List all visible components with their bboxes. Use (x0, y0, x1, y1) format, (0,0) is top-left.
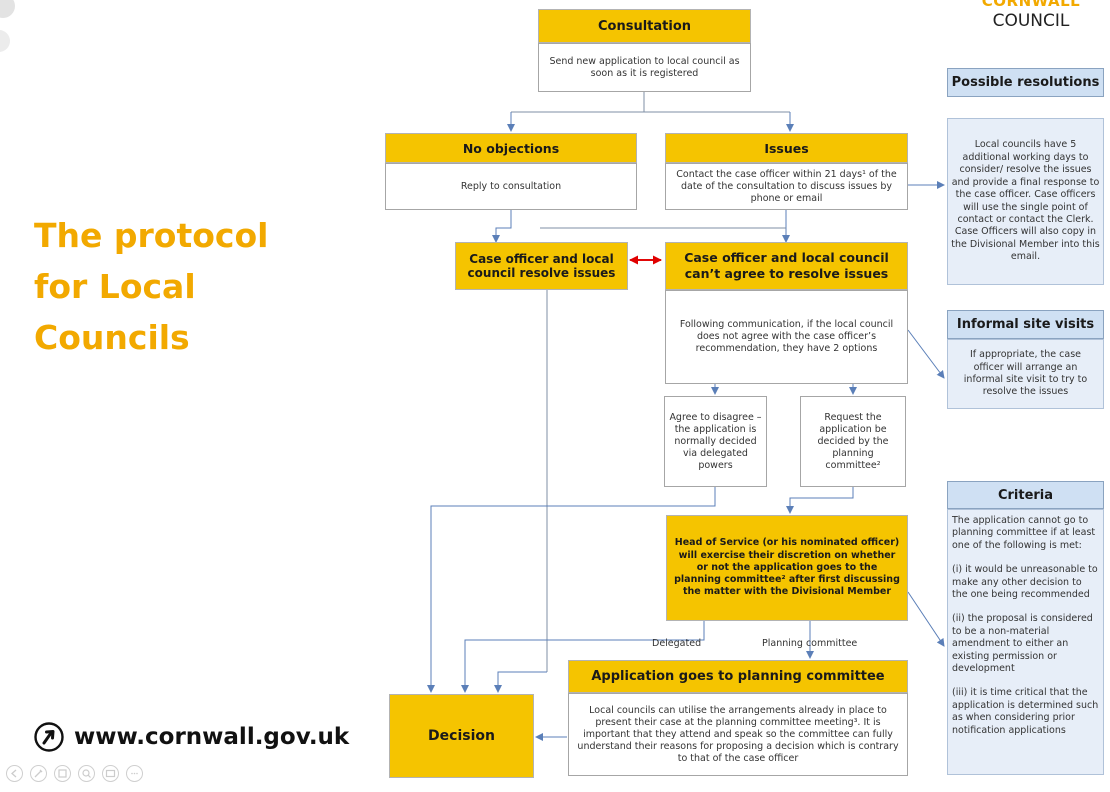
decision-box: Decision (389, 694, 534, 778)
agree-to-disagree-box: Agree to disagree – the application is n… (664, 396, 767, 487)
resolve-box: Case officer and local council resolve i… (455, 242, 628, 290)
arrow-circle-icon (34, 722, 64, 752)
slides-icon[interactable] (54, 765, 71, 782)
criteria-header: Criteria (947, 481, 1104, 509)
goes-to-committee-body: Local councils can utilise the arrangeme… (568, 693, 908, 776)
head-of-service-box: Head of Service (or his nominated office… (666, 515, 908, 621)
criteria-body: The application cannot go to planning co… (947, 509, 1104, 775)
viewer-controls (6, 765, 143, 782)
criteria-item: (ii) the proposal is considered to be a … (952, 613, 1093, 675)
criteria-item: (i) it would be unreasonable to make any… (952, 564, 1098, 601)
decor-circle (0, 0, 15, 18)
more-icon[interactable] (126, 765, 143, 782)
no-objections-header: No objections (385, 133, 637, 163)
head-of-service-text: Head of Service (or his nominated office… (674, 537, 900, 598)
zoom-icon[interactable] (78, 765, 95, 782)
possible-resolutions-header: Possible resolutions (947, 68, 1104, 97)
logo-line-2: COUNCIL (992, 11, 1070, 31)
goes-to-committee-text: Local councils can utilise the arrangeme… (577, 704, 899, 764)
cant-agree-text: Following communication, if the local co… (679, 319, 894, 354)
informal-visits-text: If appropriate, the case officer will ar… (963, 349, 1088, 398)
issues-title: Issues (764, 140, 809, 156)
goes-to-committee-header: Application goes to planning committee (568, 660, 908, 693)
prev-icon[interactable] (6, 765, 23, 782)
website-url[interactable]: www.cornwall.gov.uk (74, 724, 350, 750)
consultation-text: Send new application to local council as… (549, 55, 740, 79)
title-line: The protocol (34, 216, 269, 255)
issues-text: Contact the case officer within 21 days¹… (676, 168, 897, 204)
consultation-body: Send new application to local council as… (538, 43, 751, 92)
decision-title: Decision (428, 728, 495, 744)
decor-circle (0, 30, 10, 52)
logo-line-1: CORNWALL (981, 0, 1081, 10)
criteria-intro: The application cannot go to planning co… (952, 515, 1096, 551)
subtitles-icon[interactable] (102, 765, 119, 782)
no-objections-title: No objections (462, 140, 560, 156)
council-logo: CORNWALL COUNCIL (968, 0, 1094, 31)
criteria-item: (iii) it is time critical that the appli… (952, 687, 1099, 736)
resolve-title: Case officer and local council resolve i… (467, 251, 616, 281)
goes-to-committee-title: Application goes to planning committee (591, 669, 885, 684)
no-objections-body: Reply to consultation (385, 163, 637, 210)
no-objections-text: Reply to consultation (460, 180, 562, 192)
cant-agree-title: Case officer and local council can’t agr… (684, 250, 889, 281)
title-line: for Local (34, 267, 196, 306)
possible-resolutions-title: Possible resolutions (951, 75, 1100, 90)
possible-resolutions-text: Local councils have 5 additional working… (951, 139, 1100, 263)
cant-agree-header: Case officer and local council can’t agr… (665, 242, 908, 290)
website-row: www.cornwall.gov.uk (34, 719, 349, 755)
issues-header: Issues (665, 133, 908, 163)
pen-icon[interactable] (30, 765, 47, 782)
criteria-title: Criteria (997, 487, 1054, 503)
request-committee-box: Request the application be decided by th… (800, 396, 906, 487)
request-committee-text: Request the application be decided by th… (817, 411, 889, 471)
consultation-title: Consultation (597, 18, 692, 34)
informal-visits-body: If appropriate, the case officer will ar… (947, 339, 1104, 409)
slide-title: The protocol for Local Councils (34, 210, 334, 363)
issues-body: Contact the case officer within 21 days¹… (665, 163, 908, 210)
consultation-header: Consultation (538, 9, 751, 43)
informal-visits-header: Informal site visits (947, 310, 1104, 339)
title-line: Councils (34, 318, 190, 357)
informal-visits-title: Informal site visits (956, 317, 1095, 332)
agree-to-disagree-text: Agree to disagree – the application is n… (669, 411, 762, 471)
cant-agree-body: Following communication, if the local co… (665, 290, 908, 384)
delegated-label: Delegated (652, 638, 702, 649)
planning-committee-label: Planning committee (762, 638, 858, 649)
possible-resolutions-body: Local councils have 5 additional working… (947, 118, 1104, 285)
